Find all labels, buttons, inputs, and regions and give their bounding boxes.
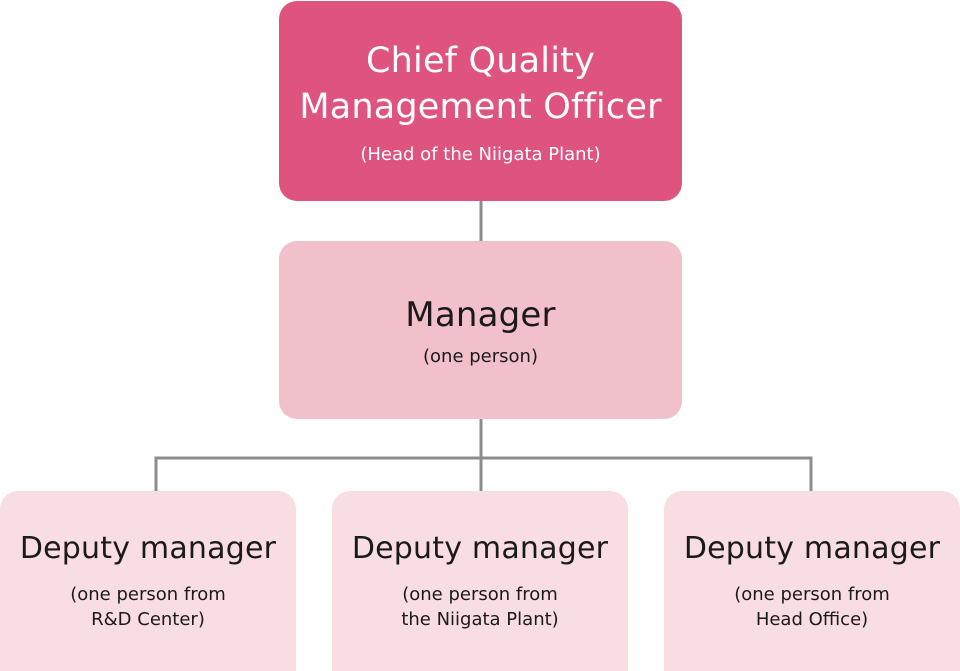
deputy-manager-box-rd-center: Deputy manager (one person from R&D Cent… (0, 491, 296, 671)
deputy-manager-box-niigata-plant: Deputy manager (one person from the Niig… (332, 491, 628, 671)
deputy-title: Deputy manager (19, 531, 277, 566)
deputy-subtitle: (one person from the Niigata Plant) (401, 584, 559, 630)
deputy-subtitle: (one person from R&D Center) (70, 584, 226, 630)
top-node-title: Chief Quality Management Officer (299, 40, 662, 127)
deputy-title: Deputy manager (351, 531, 609, 566)
deputy-manager-box-head-office: Deputy manager (one person from Head Off… (664, 491, 960, 671)
chief-quality-management-officer-box: Chief Quality Management Officer (Head o… (279, 1, 682, 201)
manager-box: Manager (one person) (279, 241, 682, 419)
manager-title: Manager (405, 294, 556, 335)
deputy-title: Deputy manager (683, 531, 941, 566)
manager-subtitle: (one person) (423, 345, 538, 367)
deputy-subtitle: (one person from Head Office) (734, 584, 890, 630)
top-node-subtitle: (Head of the Niigata Plant) (360, 143, 601, 165)
